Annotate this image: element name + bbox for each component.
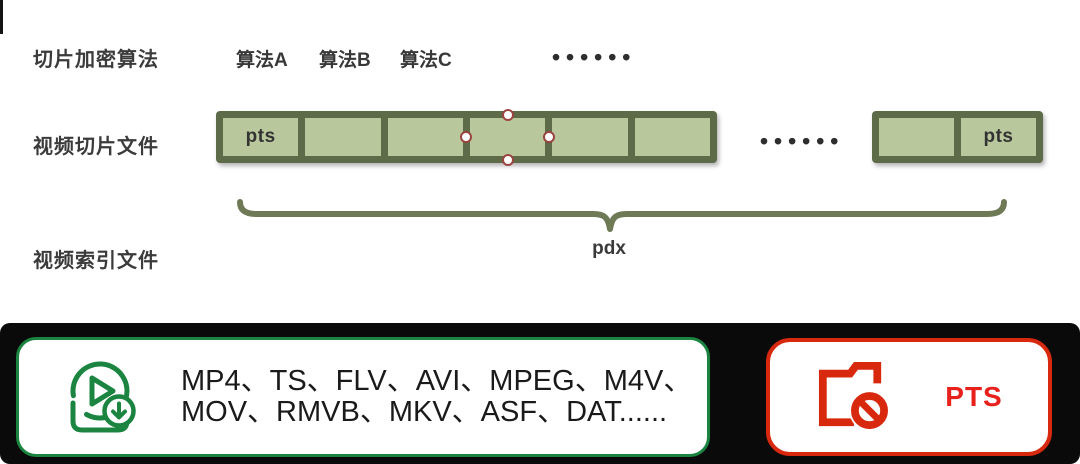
slice-cell[interactable] [634,118,710,156]
slice-bar-main[interactable]: pts [216,109,717,166]
encryption-ellipsis-dots: •••••• [552,44,637,70]
slice-cell-selected[interactable] [459,109,556,166]
supported-formats-box[interactable]: MP4、TS、FLV、AVI、MPEG、M4V、 MOV、RMVB、MKV、AS… [16,337,710,457]
slice-cell[interactable] [305,118,381,156]
slice-cell[interactable] [387,118,463,156]
formats-line-1: MP4、TS、FLV、AVI、MPEG、M4V、 [181,365,693,397]
video-download-icon [53,351,145,443]
slices-row-label: 视频切片文件 [33,136,159,158]
pts-cell-label: pts [983,126,1014,147]
selection-handle-top[interactable] [501,109,514,121]
edge-artifact [0,0,3,34]
algorithm-c-label: 算法C [400,50,452,71]
slice-cell[interactable] [552,118,628,156]
pdx-label: pdx [592,238,626,259]
pts-cell-label: pts [245,126,276,147]
algorithm-a-label: 算法A [236,50,288,71]
formats-line-2: MOV、RMVB、MKV、ASF、DAT...... [181,396,668,428]
supported-formats-text: MP4、TS、FLV、AVI、MPEG、M4V、 MOV、RMVB、MKV、AS… [181,366,692,428]
pts-blocked-box[interactable]: PTS [766,338,1052,456]
slice-cell[interactable] [879,118,954,156]
slice-bar-tail[interactable]: pts [872,111,1043,163]
slice-cell-pts-tail[interactable]: pts [961,118,1036,156]
folder-blocked-icon [815,362,890,432]
slice-cell-pts[interactable]: pts [223,118,299,156]
slices-ellipsis-dots: •••••• [760,128,845,154]
selection-handle-bottom[interactable] [501,154,514,166]
algorithm-b-label: 算法B [319,50,371,71]
index-brace [237,199,1007,232]
encryption-row-label: 切片加密算法 [33,49,159,71]
index-row-label: 视频索引文件 [33,250,159,272]
selection-handle-left[interactable] [459,131,472,143]
pts-blocked-label: PTS [945,381,1003,412]
selection-handle-right[interactable] [543,131,556,143]
